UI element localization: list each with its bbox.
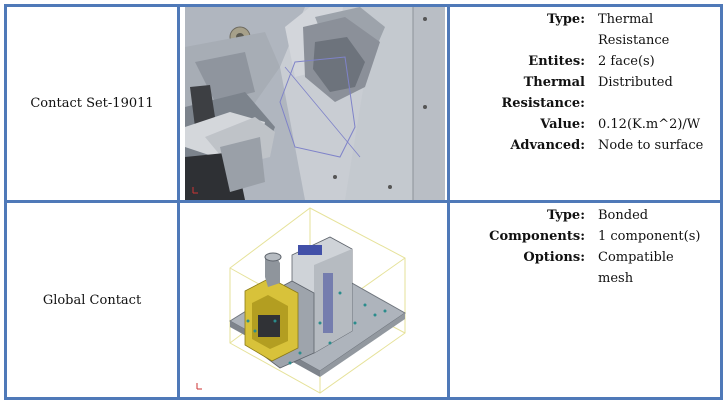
property-label: Components:	[489, 229, 585, 244]
property-value: Bonded	[598, 208, 649, 223]
property-label: Value:	[540, 117, 585, 132]
property-label: Entites:	[528, 54, 585, 69]
property-row: Entites: 2 face(s)	[450, 51, 720, 72]
property-row: Advanced: Node to surface	[450, 135, 720, 156]
property-value: Compatible mesh	[598, 250, 674, 286]
property-row: Type: Bonded	[450, 205, 720, 226]
property-label: Type:	[547, 208, 585, 223]
properties-contact-set: Type: Thermal Resistance Entites: 2 face…	[450, 9, 720, 156]
contact-set-image	[185, 7, 445, 200]
property-row: Value: 0.12(K.m^2)/W	[450, 114, 720, 135]
row-divider	[4, 200, 723, 203]
properties-global-contact: Type: Bonded Components: 1 component(s) …	[450, 205, 720, 289]
property-row: Thermal Resistance: Distributed	[450, 72, 720, 114]
property-row: Type: Thermal Resistance	[450, 9, 720, 51]
property-label: Options:	[523, 250, 585, 265]
contact-table: Contact Set-19011	[4, 4, 723, 400]
global-contact-image	[180, 203, 447, 397]
property-value: 0.12(K.m^2)/W	[598, 117, 701, 132]
property-value: 1 component(s)	[598, 229, 701, 244]
property-row: Components: 1 component(s)	[450, 226, 720, 247]
property-label: Type:	[547, 12, 585, 27]
cad-assembly-render	[196, 207, 406, 394]
property-value: Distributed	[598, 75, 673, 90]
property-row: Options: Compatible mesh	[450, 247, 720, 289]
property-value: Thermal Resistance	[598, 12, 670, 48]
property-value: Node to surface	[598, 138, 704, 153]
cad-closeup-render	[185, 7, 445, 200]
contact-name: Global Contact	[42, 292, 142, 308]
contact-name: Contact Set-19011	[30, 96, 154, 111]
property-label: Thermal Resistance:	[501, 75, 585, 111]
property-value: 2 face(s)	[598, 54, 655, 69]
property-label: Advanced:	[510, 138, 585, 153]
